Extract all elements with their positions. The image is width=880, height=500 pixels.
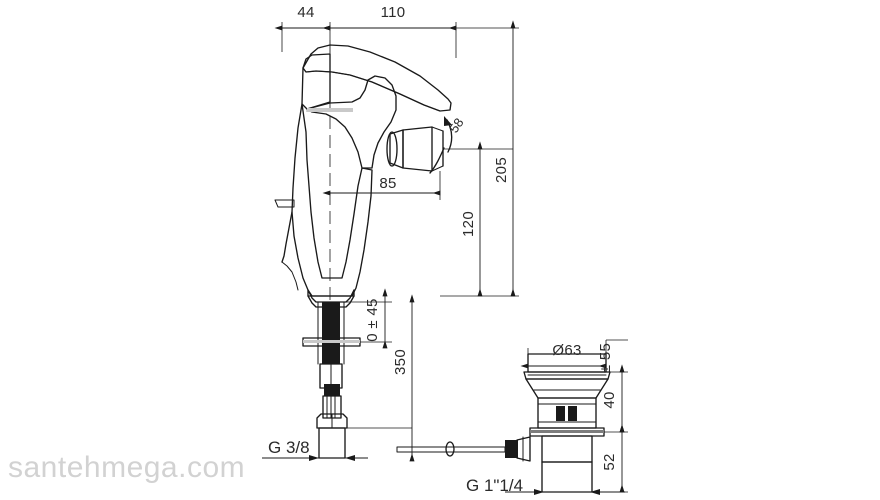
dim-label-110: 110 bbox=[381, 4, 406, 21]
waste-rod-cap bbox=[505, 440, 518, 458]
column-left-edge bbox=[281, 211, 293, 263]
pull-rod-pivot bbox=[445, 441, 455, 457]
dim-label-44: 44 bbox=[297, 4, 314, 21]
thread-label-waste-group: G 1"1/4 bbox=[466, 476, 523, 495]
swivel-arrow-head bbox=[444, 116, 452, 126]
dim-group-40: 40 bbox=[601, 364, 628, 433]
dim-group-350: 350 bbox=[392, 294, 415, 462]
aerator-barrel bbox=[402, 126, 433, 172]
thread-label-supply: G 3/8 bbox=[268, 438, 310, 457]
waste-tailpiece bbox=[541, 461, 593, 493]
top-dimension-group: 44 110 bbox=[274, 4, 457, 62]
dim-label-85: 85 bbox=[379, 175, 396, 192]
washer-band bbox=[303, 340, 360, 343]
supply-plug-top bbox=[324, 384, 340, 396]
dim-group-85: 85 bbox=[322, 171, 441, 200]
dim-group-120: 120 bbox=[460, 141, 483, 297]
handle-rear-block bbox=[301, 53, 331, 110]
dim-group-d63: Ø63 bbox=[520, 340, 607, 369]
mixer-upper-body bbox=[306, 75, 397, 169]
pull-rod bbox=[396, 441, 506, 457]
cap-seam-band bbox=[307, 108, 353, 112]
dim-group-55: ± 55 bbox=[597, 339, 628, 373]
dim-label-205: 205 bbox=[493, 157, 510, 183]
dim-label-52: 52 bbox=[601, 453, 618, 470]
waste-shoulder bbox=[525, 378, 609, 399]
dim-label-58: 58 bbox=[446, 115, 467, 135]
left-flange-detail bbox=[274, 199, 295, 208]
waste-slot-left bbox=[556, 406, 565, 421]
supply-thread-body bbox=[318, 427, 346, 459]
swivel-arc-lower bbox=[429, 147, 445, 174]
threaded-shank bbox=[322, 302, 340, 364]
dim-label-55: ± 55 bbox=[597, 343, 614, 373]
waste-lower-flange bbox=[529, 427, 605, 437]
popup-waste bbox=[505, 353, 625, 495]
supply-hose-connector: G 3/8 bbox=[262, 384, 368, 461]
waste-slot-right bbox=[568, 406, 577, 421]
waste-gasket bbox=[530, 430, 604, 433]
column-left-foot bbox=[281, 261, 299, 291]
aerator-edge-top bbox=[431, 126, 444, 132]
waste-tube-upper bbox=[541, 435, 593, 463]
dim-label-d63: Ø63 bbox=[552, 342, 581, 359]
thread-label-waste: G 1"1/4 bbox=[466, 476, 523, 495]
dim-label-120: 120 bbox=[460, 211, 477, 237]
dim-group-205: 205 bbox=[440, 20, 519, 297]
dim-label-350: 350 bbox=[392, 349, 409, 375]
mixer-column bbox=[291, 103, 373, 297]
dim-label-045: 0 ± 45 bbox=[364, 298, 381, 341]
dim-label-40: 40 bbox=[601, 391, 618, 408]
shank-assembly bbox=[302, 301, 361, 389]
aerator-edge-bottom bbox=[431, 165, 444, 172]
handle-underside-edge bbox=[302, 67, 441, 112]
waste-arrow-left bbox=[534, 489, 544, 495]
mixer-body bbox=[274, 44, 452, 308]
watermark: santehmega.com bbox=[8, 451, 245, 484]
aerator-ball-joint bbox=[386, 131, 398, 167]
dim-group-52: 52 bbox=[592, 424, 628, 493]
supply-hex-nut bbox=[316, 413, 348, 429]
supply-arrow-left bbox=[309, 455, 319, 461]
dim-group-045: 0 ± 45 bbox=[344, 288, 392, 349]
spout-aerator[interactable]: 58 bbox=[386, 115, 513, 174]
waste-mid-body bbox=[537, 397, 597, 429]
pull-rod-bar bbox=[396, 446, 506, 453]
